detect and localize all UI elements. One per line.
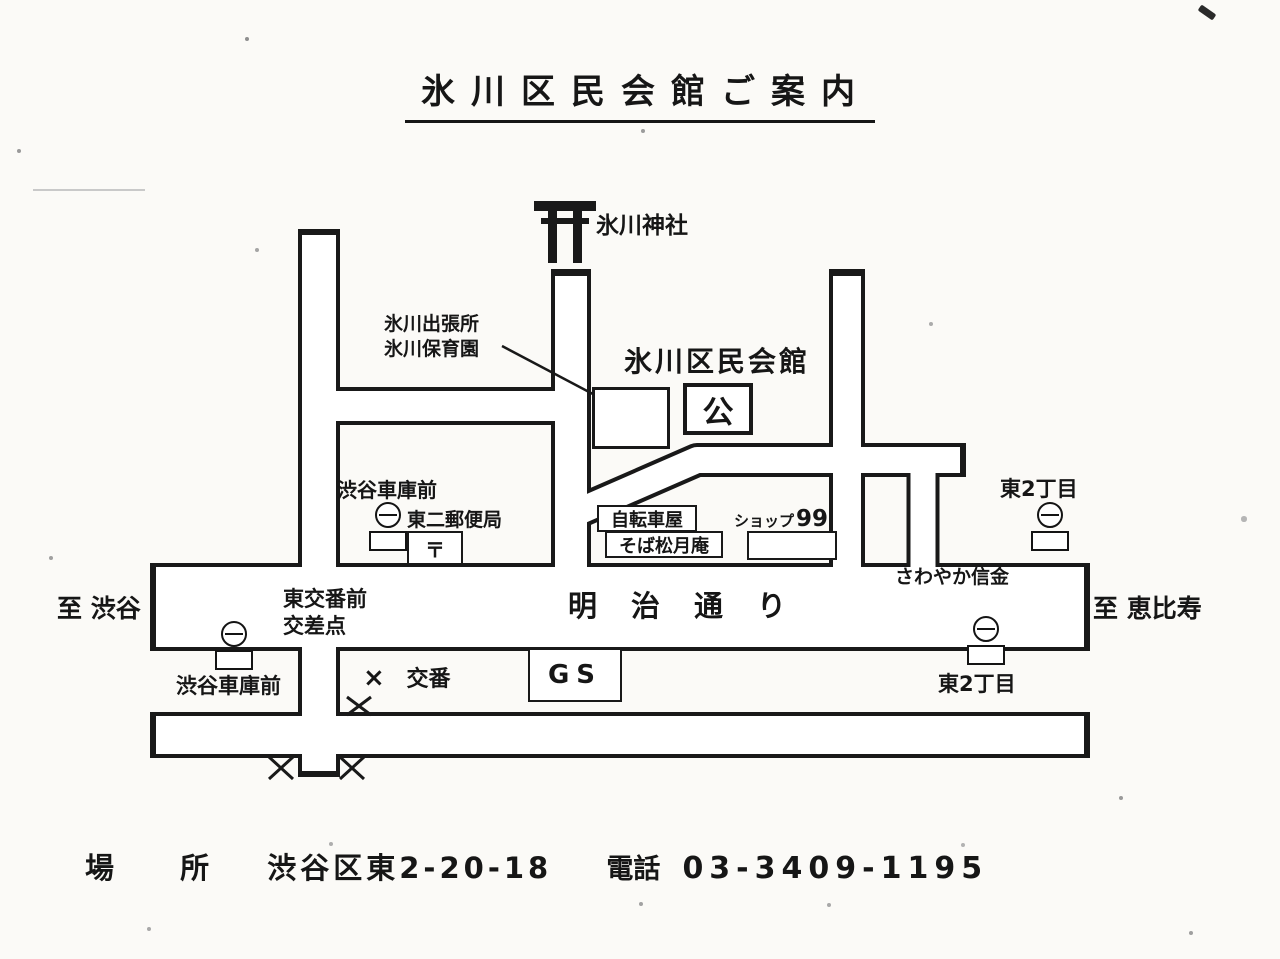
bus-stop-icon-depot-north xyxy=(369,502,407,551)
crossing-label-line1: 東交番前 xyxy=(283,587,367,611)
to-shibuya-label: 至 渋谷 xyxy=(57,594,141,623)
address-text: 渋谷区東2-20-18 xyxy=(267,851,553,885)
koban-label-text: 交番 xyxy=(406,667,451,692)
bus-stop-sign-icon xyxy=(369,531,407,551)
bicycle-shop-box: 自転車屋 xyxy=(597,505,697,532)
shop99-building xyxy=(747,531,837,560)
bus-stop-circle-icon xyxy=(375,502,401,528)
phone-number: 03-3409-1195 xyxy=(682,851,989,886)
bus-stop-sign-icon xyxy=(1031,531,1069,551)
place-word2: 所 xyxy=(180,851,210,885)
post-office-label: 東二郵便局 xyxy=(407,509,503,531)
soba-shop-box: そば松月庵 xyxy=(605,531,723,558)
scan-artifact-specks xyxy=(0,0,2,2)
place-word1: 場 xyxy=(85,851,115,885)
bus-stop-icon-depot-south xyxy=(215,621,253,670)
hall-symbol-box: 公 xyxy=(683,383,753,435)
koban-label: × 交番 xyxy=(363,662,450,696)
bus-stop-sign-icon xyxy=(967,645,1005,665)
shop99-number: 99 xyxy=(796,506,829,532)
meiji-dori-label: 明治通り xyxy=(568,589,821,623)
bank-label: さわやか信金 xyxy=(895,566,1010,588)
gas-station-box: GS xyxy=(528,648,622,702)
bus-stop-icon-higashi2-south xyxy=(967,616,1005,665)
depot-north-label: 渋谷車庫前 xyxy=(337,478,437,502)
depot-south-label: 渋谷車庫前 xyxy=(176,674,281,698)
to-ebisu-label: 至 恵比寿 xyxy=(1093,594,1202,623)
koban-x-icon: × xyxy=(363,663,385,693)
crossing-label: 東交番前 交差点 xyxy=(283,586,367,641)
page-title-text: 氷川区民会館ご案内 xyxy=(405,64,875,123)
crossing-label-line2: 交差点 xyxy=(283,614,346,639)
post-office-symbol-box: 〒 xyxy=(407,531,463,565)
annex-building xyxy=(592,387,670,449)
bus-stop-sign-icon xyxy=(215,650,253,670)
shrine-label: 氷川神社 xyxy=(596,213,688,239)
scan-artifact-line xyxy=(33,189,145,191)
torii-icon xyxy=(534,201,596,263)
hall-label: 氷川区民会館 xyxy=(624,345,811,378)
annex-label-line2: 氷川保育園 xyxy=(384,337,480,360)
page-title: 氷川区民会館ご案内 xyxy=(0,64,1280,123)
annex-label-line1: 氷川出張所 xyxy=(384,313,480,335)
annex-label: 氷川出張所 氷川保育園 xyxy=(384,312,479,361)
bus-stop-circle-icon xyxy=(973,616,999,642)
shop99-label: ショップ 99 xyxy=(734,505,828,535)
road-surfaces xyxy=(156,235,1084,771)
shop99-prefix: ショップ xyxy=(734,512,795,530)
higashi2-north-label: 東2丁目 xyxy=(1000,477,1078,501)
phone-label: 電話 xyxy=(606,854,661,885)
rail-crossing-marks-icon xyxy=(267,695,372,781)
higashi2-south-label: 東2丁目 xyxy=(938,672,1016,696)
bus-stop-icon-higashi2-north xyxy=(1031,502,1069,551)
bus-stop-circle-icon xyxy=(221,621,247,647)
bus-stop-circle-icon xyxy=(1037,502,1063,528)
address-line: 場 所 渋谷区東2-20-18 電話 03-3409-1195 xyxy=(85,849,988,888)
